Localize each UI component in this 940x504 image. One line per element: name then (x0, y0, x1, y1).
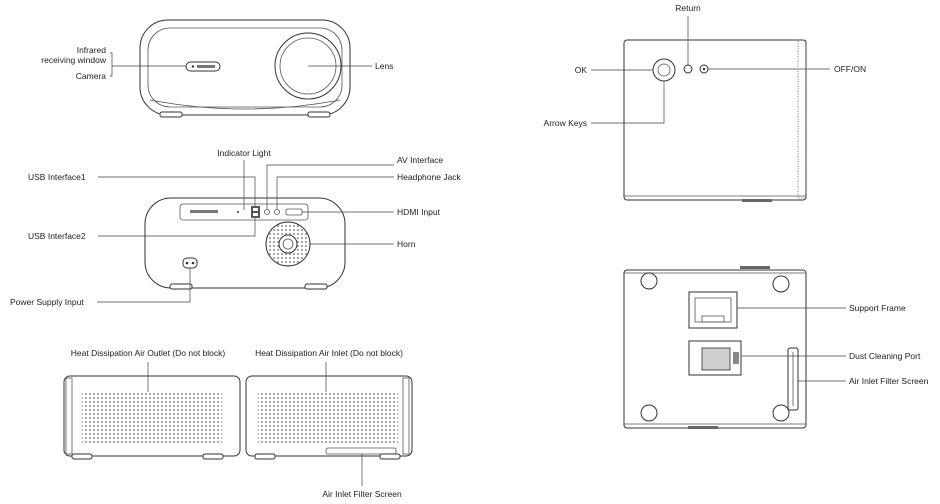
right-side-view (245, 375, 413, 460)
bottom-view (623, 266, 807, 429)
usb-interface2-label: USB Interface2 (28, 231, 86, 241)
infrared-label-line2: receiving window (41, 55, 107, 65)
ok-label: OK (575, 65, 588, 75)
camera-label: Camera (76, 71, 107, 81)
ok-button-icon (652, 58, 676, 82)
air-inlet-filter-right-label: Air Inlet Filter Screen (849, 376, 929, 386)
power-button-icon (699, 64, 709, 74)
horn-label: Horn (397, 239, 416, 249)
support-frame-icon (688, 291, 738, 329)
left-side-view (63, 375, 241, 460)
support-frame-label: Support Frame (849, 303, 906, 313)
usb-port-icon (251, 206, 260, 218)
usb-interface1-label: USB Interface1 (28, 172, 86, 182)
horn-icon (265, 221, 311, 267)
av-interface-label: AV Interface (397, 155, 443, 165)
headphone-jack-label: Headphone Jack (397, 172, 462, 182)
dust-cleaning-port-icon (688, 340, 742, 376)
off-on-label: OFF/ON (834, 64, 866, 74)
hdmi-input-label: HDMI Input (397, 207, 441, 217)
dust-cleaning-port-label: Dust Cleaning Port (849, 351, 921, 361)
return-label: Return (675, 3, 701, 13)
arrow-keys-label: Arrow Keys (544, 118, 587, 128)
power-supply-input-label: Power Supply Input (10, 297, 84, 307)
heat-inlet-label: Heat Dissipation Air Inlet (Do not block… (255, 348, 403, 358)
air-inlet-filter-bottom-label: Air Inlet Filter Screen (322, 489, 402, 499)
indicator-light-label: Indicator Light (217, 148, 271, 158)
top-view (623, 39, 807, 202)
lens-label: Lens (375, 61, 393, 71)
rear-view (144, 197, 346, 290)
heat-outlet-label: Heat Dissipation Air Outlet (Do not bloc… (71, 348, 226, 358)
front-view (139, 19, 351, 118)
filter-screen-icon (787, 347, 799, 411)
return-button-icon (683, 64, 693, 74)
infrared-label-line1: Infrared (77, 45, 107, 55)
power-socket-icon (182, 257, 198, 269)
